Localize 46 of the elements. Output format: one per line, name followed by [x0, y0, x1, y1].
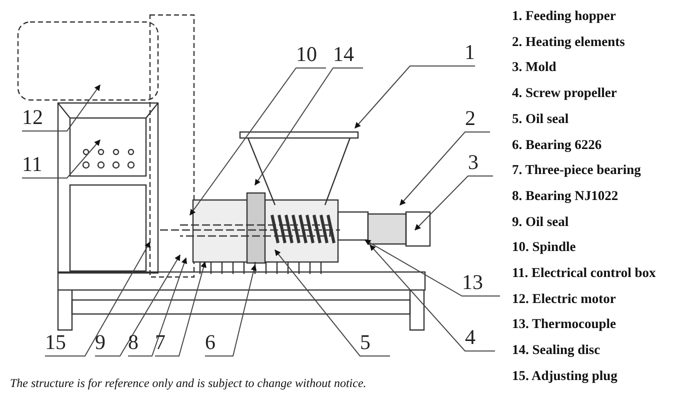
callout-number: 3	[468, 150, 493, 176]
leader-line	[128, 257, 188, 356]
leader-line	[190, 68, 326, 216]
callout-number: 2	[465, 106, 490, 132]
leader-line	[354, 66, 476, 128]
callout-number: 5	[360, 330, 390, 356]
part-name: 6. Bearing 6226	[512, 136, 602, 152]
leader-line	[22, 140, 100, 178]
part-name: 7. Three-piece bearing	[512, 162, 641, 178]
caption: The structure is for reference only and is subject to change without notice.	[10, 376, 366, 391]
part-name: 1. Feeding hopper	[512, 8, 616, 24]
part-name: 2. Heating elements	[512, 34, 625, 50]
callout-number: 7	[155, 330, 179, 356]
part-name: 11. Electrical control box	[512, 265, 656, 281]
callout-number: 6	[205, 330, 233, 356]
part-name: 5. Oil seal	[512, 110, 569, 127]
part-name: 4. Screw propeller	[512, 85, 617, 102]
callout-number: 4	[465, 325, 495, 351]
leader-line	[44, 241, 150, 356]
callout-number: 1	[410, 40, 475, 66]
leader-line	[414, 176, 494, 230]
callout-number: 13	[462, 270, 500, 296]
part-name: 12. Electric motor	[512, 290, 616, 307]
callout-number: 10	[296, 42, 326, 68]
part-name: 9. Oil seal	[512, 214, 569, 230]
callout-number: 14	[333, 42, 363, 68]
part-name: 14. Sealing disc	[512, 342, 600, 358]
part-name: 8. Bearing NJ1022	[512, 188, 618, 204]
leader-line	[94, 254, 180, 356]
part-name: 3. Mold	[512, 59, 556, 76]
part-name: 15. Adjusting plug	[512, 368, 618, 384]
leader-line	[204, 264, 257, 356]
leader-line	[154, 261, 206, 356]
leader-line	[274, 250, 390, 356]
callout-number: 12	[22, 105, 67, 131]
leader-line	[254, 68, 364, 186]
leader-line	[400, 132, 490, 206]
part-name: 10. Spindle	[512, 239, 576, 256]
callout-number: 11	[22, 152, 67, 178]
leader-line	[22, 84, 100, 132]
leader-line	[364, 240, 500, 296]
callout-number: 15	[45, 330, 85, 356]
callout-number: 9	[95, 330, 120, 356]
part-name: 13. Thermocouple	[512, 316, 616, 332]
callout-number: 8	[128, 330, 152, 356]
leader-line	[370, 244, 496, 352]
